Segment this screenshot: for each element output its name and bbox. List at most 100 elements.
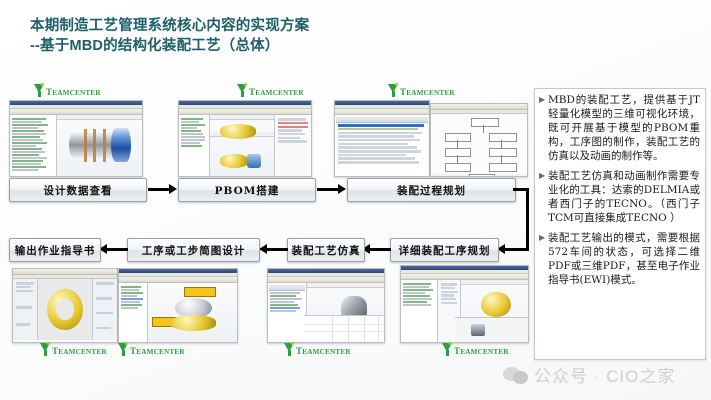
flow-box-op-step-sketch[interactable]: 工序或工步简图设计 bbox=[127, 238, 260, 262]
teamcenter-wordmark: TEAMCENTER bbox=[130, 346, 185, 357]
note-item: ▶ 装配工艺输出的模式，需要根据572车间的状态，可选择二维PDF或三维PDF，… bbox=[539, 231, 700, 287]
window-toolbar bbox=[179, 109, 311, 115]
sim-timeline-pane bbox=[304, 315, 384, 342]
operation-list-pane bbox=[335, 115, 429, 176]
pbom-preview-pane bbox=[210, 115, 274, 176]
operation-tree-pane bbox=[401, 280, 438, 342]
window-toolbar bbox=[431, 104, 527, 110]
sketch-canvas bbox=[148, 283, 237, 342]
screenshot-detail-operation-planning bbox=[400, 265, 529, 343]
bullet-icon: ▶ bbox=[539, 95, 546, 104]
flow-arrow-5 bbox=[266, 247, 288, 251]
window-titlebar bbox=[10, 101, 142, 105]
flow-arrowhead-1 bbox=[169, 184, 177, 194]
flow-arrow-1 bbox=[148, 187, 170, 191]
pbom-properties-pane bbox=[274, 115, 311, 176]
screenshot-pbom-build bbox=[178, 100, 312, 177]
bullet-icon: ▶ bbox=[539, 171, 546, 180]
watermark: 公众号 · CIO之家 bbox=[503, 362, 675, 387]
window-menubar bbox=[401, 270, 528, 274]
flow-connector-vertical bbox=[526, 187, 529, 250]
flow-diagram-canvas bbox=[431, 114, 527, 176]
operation-bottom-pane bbox=[455, 317, 528, 342]
window-titlebar bbox=[268, 269, 384, 273]
3d-viewport bbox=[57, 115, 142, 176]
flow-box-pbom-build[interactable]: PBOM搭建 bbox=[178, 178, 316, 202]
flow-box-assembly-planning[interactable]: 装配过程规划 bbox=[347, 178, 516, 202]
window-titlebar bbox=[119, 269, 237, 273]
note-text: 装配工艺输出的模式，需要根据572车间的状态，可选择二维PDF或三维PDF，甚至… bbox=[548, 232, 700, 286]
window-menubar bbox=[335, 105, 429, 109]
window-body bbox=[335, 115, 429, 176]
watermark-text: 公众号 · CIO之家 bbox=[534, 367, 676, 386]
part-preview bbox=[38, 279, 92, 340]
flow-arrowhead-3 bbox=[497, 244, 505, 254]
screenshot-process-flow-diagram bbox=[430, 103, 528, 177]
engine-model bbox=[68, 128, 132, 163]
window-body bbox=[179, 115, 311, 176]
window-menubar bbox=[119, 273, 237, 277]
notes-panel: ▶ MBD的装配工艺，提供基于JT轻量化模型的三维可视化环境，既可开展基于模型的… bbox=[534, 88, 706, 360]
note-text: 装配工艺仿真和动画制作需要专业化的工具：达索的DELMIA或者西门子的TECNO… bbox=[548, 170, 700, 224]
report-left-cells bbox=[13, 279, 38, 340]
window-toolbar bbox=[268, 277, 384, 283]
teamcenter-leaf-icon bbox=[118, 341, 129, 356]
report-right-cells bbox=[92, 279, 117, 340]
window-toolbar bbox=[401, 274, 528, 280]
teamcenter-logo: TEAMCENTER bbox=[40, 341, 107, 357]
flow-box-detail-op-planning[interactable]: 详细装配工序规划 bbox=[390, 238, 499, 262]
teamcenter-wordmark: TEAMCENTER bbox=[46, 87, 101, 98]
flow-box-assembly-sim[interactable]: 装配工艺仿真 bbox=[287, 238, 365, 262]
note-item: ▶ 装配工艺仿真和动画制作需要专业化的工具：达索的DELMIA或者西门子的TEC… bbox=[539, 169, 700, 225]
screenshot-assembly-simulation bbox=[267, 268, 385, 343]
sim-tree-pane bbox=[268, 283, 307, 342]
teamcenter-wordmark: TEAMCENTER bbox=[249, 87, 304, 98]
teamcenter-wordmark: TEAMCENTER bbox=[400, 87, 455, 98]
window-menubar bbox=[10, 105, 142, 109]
flow-arrowhead-4 bbox=[362, 244, 370, 254]
teamcenter-leaf-icon bbox=[237, 82, 248, 97]
teamcenter-leaf-icon bbox=[34, 82, 45, 97]
teamcenter-wordmark: TEAMCENTER bbox=[296, 346, 351, 357]
teamcenter-leaf-icon bbox=[284, 341, 295, 356]
flow-box-design-data-view[interactable]: 设计数据查看 bbox=[9, 178, 147, 202]
flow-arrowhead-2 bbox=[338, 184, 346, 194]
teamcenter-leaf-icon bbox=[388, 82, 399, 97]
wechat-icon bbox=[503, 366, 529, 384]
window-toolbar bbox=[335, 109, 429, 115]
teamcenter-logo: TEAMCENTER bbox=[237, 82, 304, 98]
flow-arrowhead-6 bbox=[99, 244, 107, 254]
flow-connector-horizontal-top bbox=[513, 187, 529, 191]
structure-tree-pane bbox=[10, 115, 57, 176]
teamcenter-logo: TEAMCENTER bbox=[442, 341, 509, 356]
bullet-icon: ▶ bbox=[539, 233, 546, 242]
window-menubar bbox=[268, 273, 384, 277]
window-menubar bbox=[431, 110, 527, 114]
flow-arrow-2 bbox=[317, 187, 339, 191]
window-body bbox=[431, 114, 527, 176]
teamcenter-logo: TEAMCENTER bbox=[118, 341, 185, 357]
screenshot-assembly-planning-list bbox=[334, 100, 430, 177]
flow-arrow-6 bbox=[106, 247, 128, 251]
report-body bbox=[13, 279, 117, 340]
pbom-tree-pane bbox=[179, 115, 210, 176]
flow-box-output-work-inst[interactable]: 输出作业指导书 bbox=[9, 238, 101, 262]
page-title: 本期制造工艺管理系统核心内容的实现方案 --基于MBD的结构化装配工艺（总体） bbox=[30, 17, 450, 56]
teamcenter-logo: TEAMCENTER bbox=[34, 82, 101, 98]
flow-arrow-4 bbox=[369, 247, 391, 251]
flow-connector-horizontal-bottom bbox=[504, 247, 529, 251]
window-titlebar bbox=[179, 101, 311, 105]
window-toolbar bbox=[10, 109, 142, 115]
note-item: ▶ MBD的装配工艺，提供基于JT轻量化模型的三维可视化环境，既可开展基于模型的… bbox=[539, 93, 700, 163]
window-body bbox=[10, 115, 142, 176]
teamcenter-leaf-icon bbox=[40, 341, 51, 356]
flow-arrowhead-5 bbox=[259, 244, 267, 254]
screenshot-step-sketch bbox=[118, 268, 238, 343]
teamcenter-logo: TEAMCENTER bbox=[284, 341, 351, 357]
report-subheader bbox=[13, 275, 117, 279]
title-line-1: 本期制造工艺管理系统核心内容的实现方案 bbox=[30, 18, 310, 34]
teamcenter-wordmark: TEAMCENTER bbox=[52, 346, 107, 357]
screenshot-work-instruction bbox=[12, 268, 118, 343]
window-body bbox=[119, 283, 237, 342]
window-toolbar bbox=[119, 277, 237, 283]
